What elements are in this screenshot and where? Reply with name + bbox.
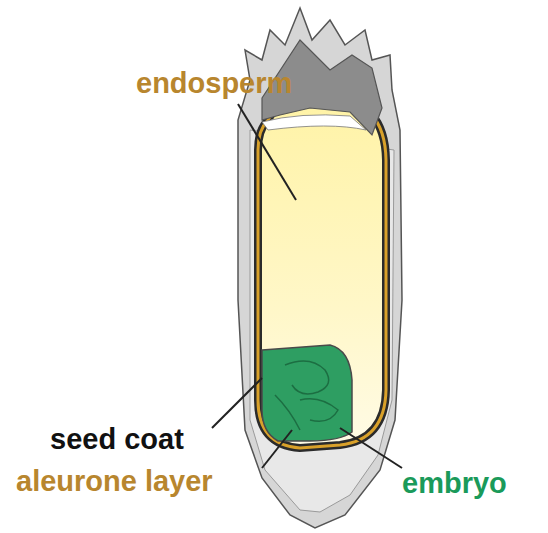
part-label: embryo (402, 468, 507, 500)
husk-crack (262, 115, 366, 130)
aleurone-outline (258, 98, 386, 448)
part-label: endosperm (136, 68, 292, 100)
part-label: aleurone layer (16, 466, 213, 498)
embryo-shape (262, 345, 352, 441)
part-label: seed coat (50, 424, 184, 456)
leader-line (262, 430, 292, 468)
leader-line (340, 428, 402, 468)
leader-line (212, 378, 262, 428)
leader-line (238, 104, 296, 200)
seed-coat-outline (258, 98, 386, 448)
embryo-detail (275, 361, 338, 430)
